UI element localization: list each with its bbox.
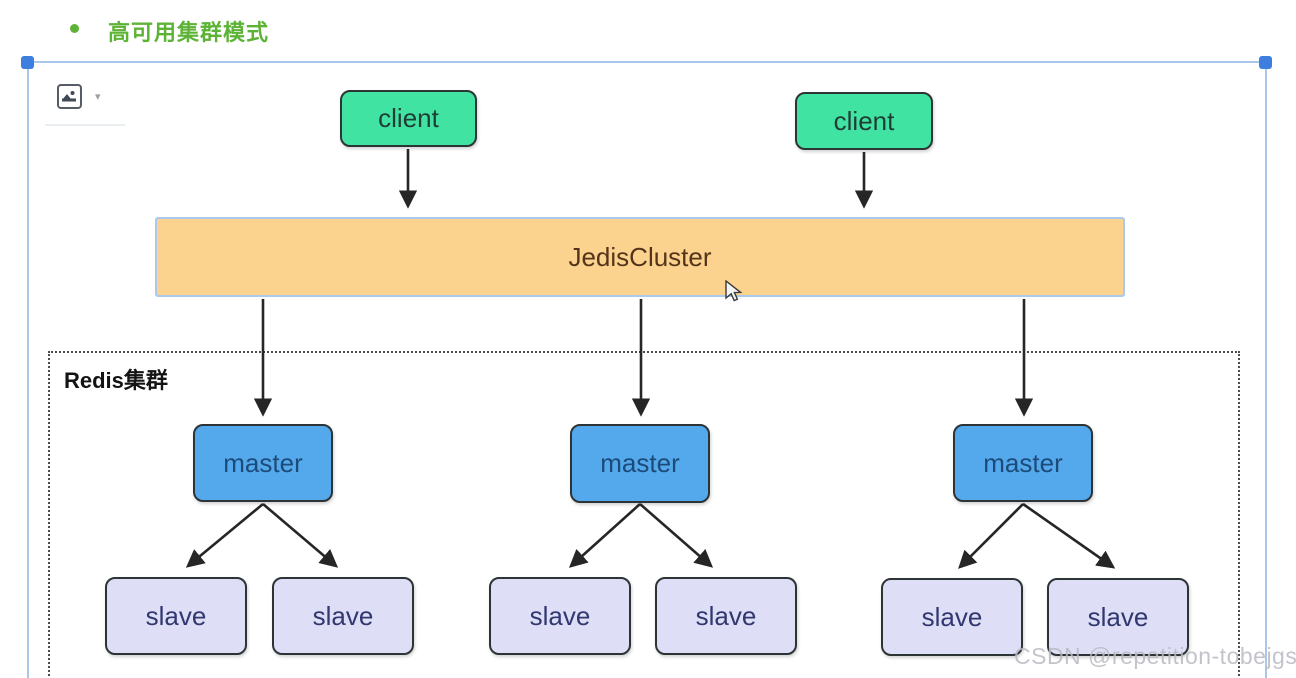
bullet-point	[70, 24, 79, 33]
slave-label: slave	[921, 601, 983, 632]
chevron-down-icon[interactable]: ▾	[95, 91, 101, 103]
slave-node-2[interactable]: slave	[272, 577, 414, 655]
slave-node-1[interactable]: slave	[105, 577, 247, 655]
slave-node-3[interactable]: slave	[489, 577, 631, 655]
redis-cluster-boundary: Redis集群	[48, 351, 1240, 678]
master-label: master	[600, 448, 680, 478]
selection-handle-top-right[interactable]	[1259, 56, 1272, 69]
client-node-1[interactable]: client	[340, 90, 477, 147]
selection-border-top	[27, 61, 1267, 63]
jediscluster-label: JedisCluster	[568, 241, 712, 272]
client-node-2[interactable]: client	[795, 92, 933, 150]
slave-label: slave	[312, 600, 374, 631]
selection-border-right	[1265, 61, 1267, 678]
watermark: CSDN @repetition-tobejgs	[1014, 643, 1296, 669]
slave-node-5[interactable]: slave	[881, 578, 1023, 656]
slave-label: slave	[1087, 601, 1149, 632]
master-node-2[interactable]: master	[570, 424, 710, 503]
toolbar-divider	[45, 124, 125, 126]
slave-label: slave	[529, 600, 591, 631]
image-button[interactable]	[57, 84, 82, 109]
redis-cluster-label: Redis集群	[64, 368, 168, 393]
client-label: client	[378, 103, 439, 133]
master-label: master	[223, 447, 303, 478]
slave-node-4[interactable]: slave	[655, 577, 797, 655]
slave-label: slave	[145, 600, 207, 631]
jediscluster-node[interactable]: JedisCluster	[155, 217, 1125, 297]
image-icon	[62, 91, 76, 102]
page-title: 高可用集群模式	[108, 20, 270, 45]
master-node-1[interactable]: master	[193, 424, 333, 502]
master-node-3[interactable]: master	[953, 424, 1093, 502]
slave-node-6[interactable]: slave	[1047, 578, 1189, 656]
master-label: master	[983, 447, 1063, 478]
selection-border-left	[27, 61, 29, 678]
client-label: client	[833, 105, 895, 136]
selection-handle-top-left[interactable]	[21, 56, 34, 69]
slave-label: slave	[695, 600, 757, 631]
